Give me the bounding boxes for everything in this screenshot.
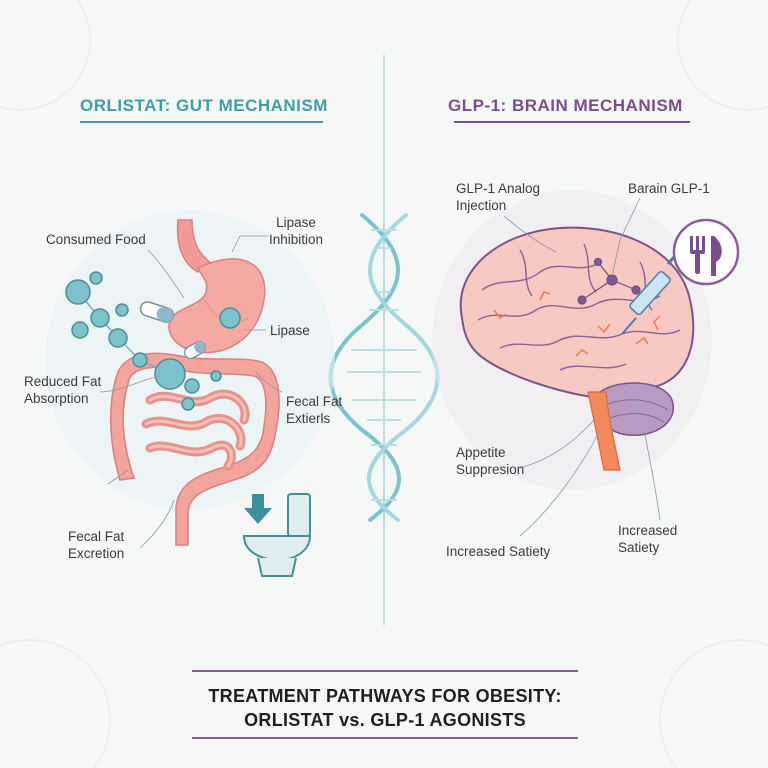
syringe-icon <box>621 249 682 335</box>
down-arrow-icon <box>244 494 272 524</box>
label-glp1-analog-injection: GLP-1 Analog Injection <box>456 181 541 213</box>
label-appetite-suppresion: Appetite Suppresion <box>456 445 525 477</box>
footer-title-line1: TREATMENT PATHWAYS FOR OBESITY: <box>208 686 562 706</box>
label-consumed-food: Consumed Food <box>46 232 146 247</box>
label-reduced-fat-absorption: Reduced Fat Absorption <box>24 374 102 406</box>
footer-bottom-rule <box>192 737 578 739</box>
brain-illustration <box>459 226 695 471</box>
callout-lines-right <box>503 197 661 537</box>
orlistat-heading-underline <box>80 121 323 123</box>
label-barain-glp1: Barain GLP-1 <box>628 181 710 196</box>
label-lipase-inhibition: Lipase Inhibition <box>268 215 324 247</box>
glp1-heading-underline <box>454 121 690 123</box>
label-fecal-fat-extierls: Fecal Fat Extierls <box>286 394 343 426</box>
orlistat-heading: ORLISTAT: GUT MECHANISM <box>80 96 328 115</box>
fat-molecule-icon <box>65 271 241 411</box>
footer-top-rule <box>192 670 578 672</box>
label-fecal-fat-excretion: Fecal Fat Excretion <box>68 529 125 561</box>
pill-icon <box>139 301 206 360</box>
fork-knife-icon <box>672 218 740 286</box>
label-increased-satiety-left: Increased Satiety <box>446 544 551 559</box>
toilet-icon <box>242 493 312 577</box>
glp1-heading: GLP-1: BRAIN MECHANISM <box>448 96 683 115</box>
label-lipase: Lipase <box>270 323 310 338</box>
footer-title-line2: ORLISTAT vs. GLP-1 AGONISTS <box>244 710 526 730</box>
callout-lines-left <box>99 235 283 549</box>
label-increased-satiety-right: Increased Satiety <box>618 523 678 555</box>
